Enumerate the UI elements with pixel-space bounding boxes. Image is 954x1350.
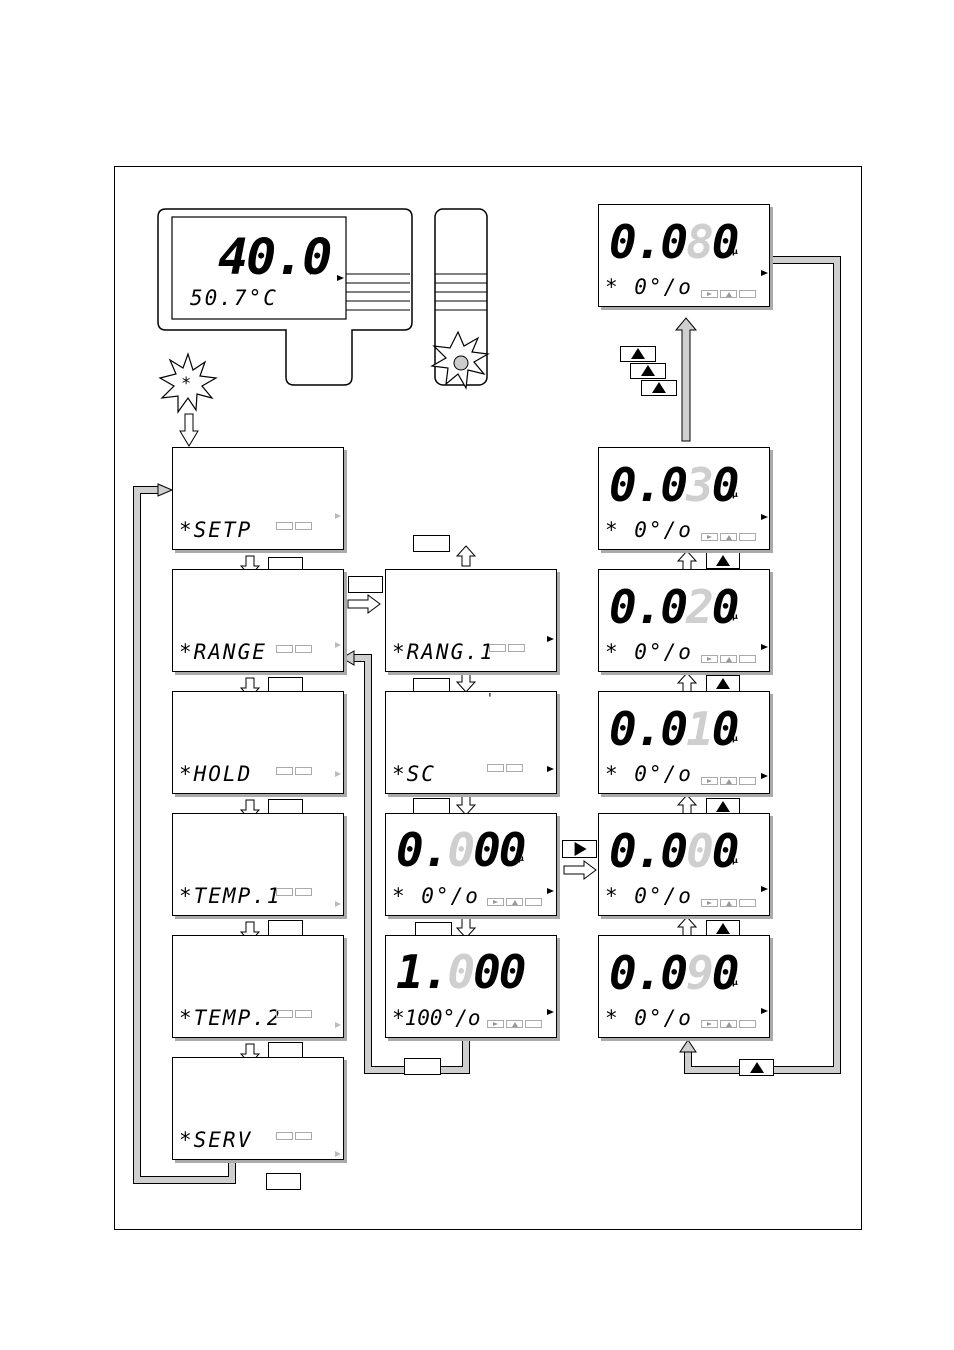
active-digit: 3: [686, 458, 712, 512]
screen-label: * 0°/o: [605, 277, 693, 298]
screen-label: *SERV: [179, 1130, 252, 1151]
up-arrow-button-icon[interactable]: [630, 363, 666, 379]
active-digit: 2: [686, 580, 712, 634]
screen-label: * 0°/o: [392, 886, 480, 907]
menu-screen-temp1: *TEMP.1: [172, 813, 344, 916]
value-digits: 0: [712, 580, 738, 634]
active-digit: 0: [447, 823, 473, 877]
screen-label: * 0°/o: [605, 1008, 693, 1029]
up-arrow-button-icon[interactable]: [739, 1059, 774, 1076]
up-arrow-button-icon[interactable]: [620, 346, 656, 362]
value-screen-030: 0.030 µ * 0°/o: [598, 447, 770, 550]
value-digits: 0.0: [609, 702, 686, 756]
screen-label: *RANGE: [179, 642, 267, 663]
screen-label: *HOLD: [179, 764, 252, 785]
unit-symbol: µ: [518, 854, 524, 863]
value-digits: 00: [473, 823, 524, 877]
screen-label: * 0°/o: [605, 886, 693, 907]
screen-label: *100°/o: [392, 1008, 481, 1029]
value-digits: 0.0: [609, 215, 686, 269]
screen-label: * 0°/o: [605, 520, 693, 541]
menu-screen-serv: *SERV: [172, 1057, 344, 1160]
value-digits: 0: [712, 946, 738, 1000]
unit-symbol: µ: [732, 734, 738, 743]
value-digits: 0: [712, 215, 738, 269]
key-button[interactable]: [348, 576, 383, 593]
value-digits: 00: [473, 945, 524, 999]
key-button[interactable]: [266, 1173, 301, 1190]
value-digits: 0.0: [609, 946, 686, 1000]
key-button[interactable]: [413, 535, 450, 552]
menu-screen-hold: *HOLD: [172, 691, 344, 794]
value-screen-000: 0.000 µ * 0°/o: [598, 813, 770, 916]
menu-screen-temp2: *TEMP.2: [172, 935, 344, 1038]
unit-symbol: µ: [732, 612, 738, 621]
value-screen-010: 0.010 µ * 0°/o: [598, 691, 770, 794]
up-arrow-button-icon[interactable]: [706, 675, 740, 692]
value-digits: 0: [712, 824, 738, 878]
screen-label: * 0°/o: [605, 642, 693, 663]
value-digits: 0.0: [609, 824, 686, 878]
range-screen-rang1: *RANG.1: [385, 569, 557, 672]
value-digits: 0.0: [609, 458, 686, 512]
value-screen-080: 0.080 µ * 0°/o: [598, 204, 770, 307]
screen-label: *TEMP.2: [179, 1008, 282, 1029]
active-digit: 0: [447, 945, 473, 999]
up-arrow-button-icon[interactable]: [641, 380, 677, 396]
value-digits: 1.: [396, 945, 447, 999]
active-digit: 0: [686, 824, 712, 878]
screen-label: *SETP: [179, 520, 252, 541]
screen-label: *SC: [392, 764, 436, 785]
key-button[interactable]: [404, 1058, 441, 1075]
range-screen-scale-zero: 0.000 µ * 0°/o: [385, 813, 557, 916]
sc-tick-mark: ': [486, 693, 494, 706]
up-arrow-button-icon[interactable]: [706, 552, 740, 569]
unit-symbol: µ: [732, 247, 738, 256]
right-arrow-button-icon[interactable]: [562, 840, 597, 858]
screen-label: * 0°/o: [605, 764, 693, 785]
value-digits: 0: [712, 702, 738, 756]
range-screen-scale-full: 1.000 *100°/o: [385, 935, 557, 1038]
value-digits: 0.: [396, 823, 447, 877]
value-digits: 0.0: [609, 580, 686, 634]
active-digit: 1: [686, 702, 712, 756]
unit-symbol: µ: [732, 856, 738, 865]
unit-symbol: µ: [732, 978, 738, 987]
screen-label: *TEMP.1: [179, 886, 282, 907]
value-digits: 0: [712, 458, 738, 512]
menu-screen-range: *RANGE: [172, 569, 344, 672]
unit-symbol: µ: [732, 490, 738, 499]
active-digit: 9: [686, 946, 712, 1000]
value-screen-020: 0.020 µ * 0°/o: [598, 569, 770, 672]
screen-label: *RANG.1: [392, 642, 495, 663]
menu-screen-setp: *SETP: [172, 447, 344, 550]
range-screen-sc: ' *SC: [385, 691, 557, 794]
active-digit: 8: [686, 215, 712, 269]
value-screen-090: 0.090 µ * 0°/o: [598, 935, 770, 1038]
